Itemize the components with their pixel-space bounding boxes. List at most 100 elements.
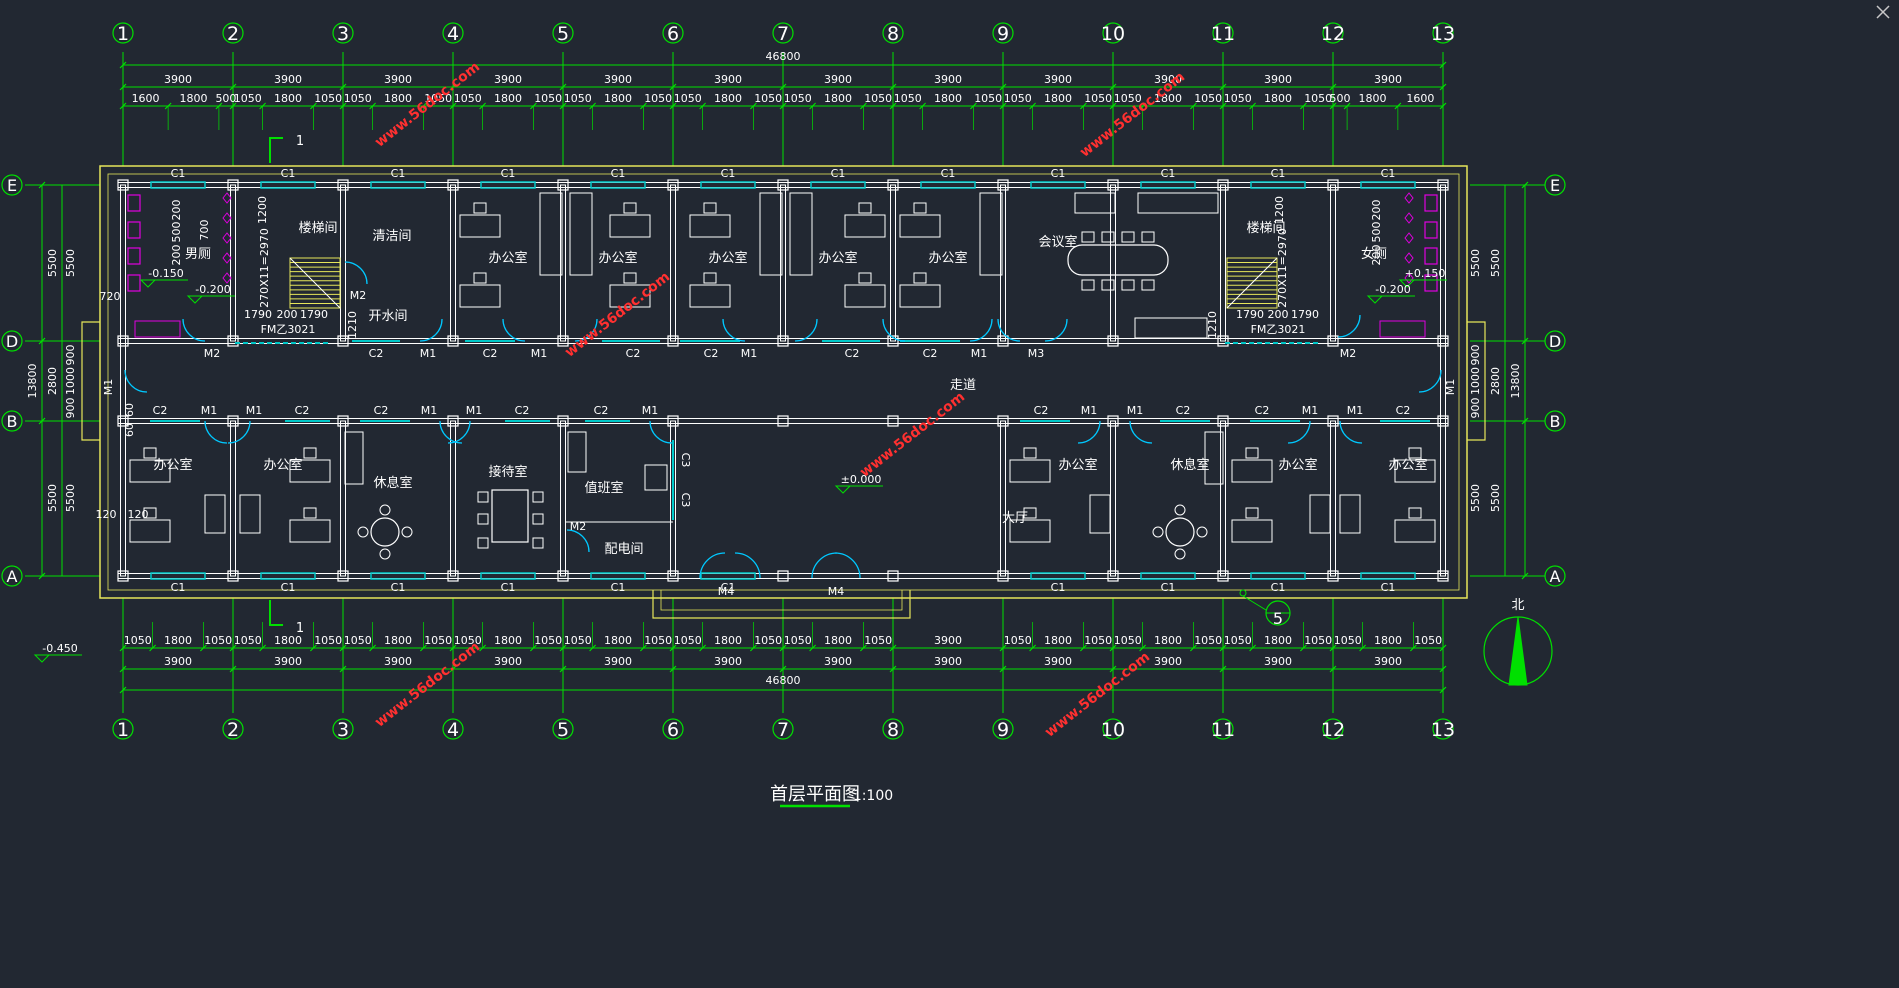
desk-icon [609, 214, 651, 238]
urinal-icon [222, 252, 232, 264]
wall [780, 184, 786, 342]
opening-tag-C2: C2 [369, 347, 384, 360]
room-label-stair: 楼梯间 [1246, 221, 1285, 236]
structural-column [1437, 179, 1449, 191]
axis-label: E [7, 176, 17, 195]
room-label-water: 开水间 [368, 309, 407, 324]
chair-icon [357, 526, 369, 538]
structural-column [337, 570, 349, 582]
opening-tag-M2: M2 [350, 289, 367, 302]
section-label: 1 [296, 134, 304, 149]
opening-tag-M1: M1 [1444, 379, 1457, 396]
room-label-reception: 接待室 [488, 464, 527, 480]
cabinet-icon [567, 431, 587, 473]
stair-run [289, 257, 341, 309]
opening-tag-M1: M1 [201, 404, 218, 417]
side-entry-left [81, 321, 100, 441]
room-label-office: 办公室 [598, 250, 637, 266]
dim-detail-bottom: 1800 [1154, 634, 1182, 647]
wall [340, 420, 346, 577]
window-c1 [1360, 181, 1416, 189]
structural-column [117, 179, 129, 191]
desk-icon [1231, 519, 1273, 543]
chair-icon [303, 507, 317, 519]
structural-column [227, 335, 239, 347]
wall [1110, 184, 1116, 342]
dim-misc: 1210 [346, 311, 359, 339]
structural-column [337, 415, 349, 427]
structural-column [887, 570, 899, 582]
dim-detail-top: 1800 [494, 92, 522, 105]
cabinet-icon [239, 494, 261, 534]
opening-tag-M1: M1 [1081, 404, 1098, 417]
level-value: -0.150 [148, 267, 183, 280]
door-swing [439, 420, 463, 444]
dimension-tick [38, 417, 46, 425]
room-label-office: 办公室 [1278, 457, 1317, 473]
dim-bay-top: 3900 [934, 73, 962, 86]
desk-icon [1231, 459, 1273, 483]
structural-column [1107, 335, 1119, 347]
reception-table [491, 489, 529, 543]
opening-tag-M2: M2 [1340, 347, 1357, 360]
opening-tag-C2: C2 [295, 404, 310, 417]
dim-bay-top: 3900 [1044, 73, 1072, 86]
axis-bubble [1544, 410, 1566, 432]
dim-detail-bottom: 1800 [604, 634, 632, 647]
chair-icon [1245, 447, 1259, 459]
cabinet-icon [1074, 192, 1116, 214]
room-label-duty: 值班室 [584, 480, 623, 496]
dim-detail-top: 1050 [344, 92, 372, 105]
section-mark [269, 137, 283, 163]
axis-label: 7 [777, 23, 789, 45]
opening-tag-C2: C2 [704, 347, 719, 360]
axis-label: 10 [1101, 23, 1125, 45]
axis-label: 11 [1211, 23, 1235, 45]
dim-detail-bottom: 1050 [424, 634, 452, 647]
opening-tag-C1: C1 [611, 167, 626, 180]
cabinet-icon [1339, 494, 1361, 534]
dim-detail-bottom: 1800 [274, 634, 302, 647]
dim-detail-bottom: 1800 [714, 634, 742, 647]
cabinet-icon [1134, 317, 1208, 339]
dim-detail-bottom: 1050 [864, 634, 892, 647]
hall-column [887, 415, 899, 427]
axis-bubble [222, 718, 244, 740]
axis-label: B [1550, 412, 1561, 431]
opening-tag-C2: C2 [923, 347, 938, 360]
structural-column [1327, 179, 1339, 191]
building-outline-inner [107, 173, 1460, 591]
wall [230, 184, 236, 342]
axis-bubble [332, 718, 354, 740]
opening-tag-M1: M1 [246, 404, 263, 417]
room-label-hall: 大厅 [1002, 511, 1028, 526]
chair-icon [379, 548, 391, 560]
dim-detail-bottom: 1800 [384, 634, 412, 647]
toilet-stall-icon [127, 274, 141, 292]
dim-bay-bottom: 3900 [1044, 655, 1072, 668]
chair-icon [303, 447, 317, 459]
chair-icon [1081, 231, 1095, 243]
dim-detail-bottom: 1800 [1264, 634, 1292, 647]
structural-column [1437, 570, 1449, 582]
dim-misc: 120 [96, 508, 117, 521]
dim-corridor: 900 [64, 345, 77, 366]
desk-icon [844, 214, 886, 238]
opening-tag-C1: C1 [391, 167, 406, 180]
opening-tag-C2: C2 [153, 404, 168, 417]
structural-column [447, 570, 459, 582]
close-icon[interactable] [1875, 4, 1891, 20]
desk-icon [689, 284, 731, 308]
drawing-scale: 1:100 [853, 788, 893, 804]
opening-tag-C2: C2 [845, 347, 860, 360]
dim-detail-top: 1050 [1304, 92, 1332, 105]
urinal-icon [222, 272, 232, 284]
wall [560, 184, 566, 342]
desk-icon [1009, 519, 1051, 543]
detail-leader [1242, 595, 1267, 611]
door-swing [649, 420, 673, 444]
dim-side-part: 5500 [1469, 484, 1482, 512]
room-label-stair: 楼梯间 [298, 221, 337, 236]
axis-bubble [1544, 174, 1566, 196]
dim-side-part: 5500 [1469, 249, 1482, 277]
